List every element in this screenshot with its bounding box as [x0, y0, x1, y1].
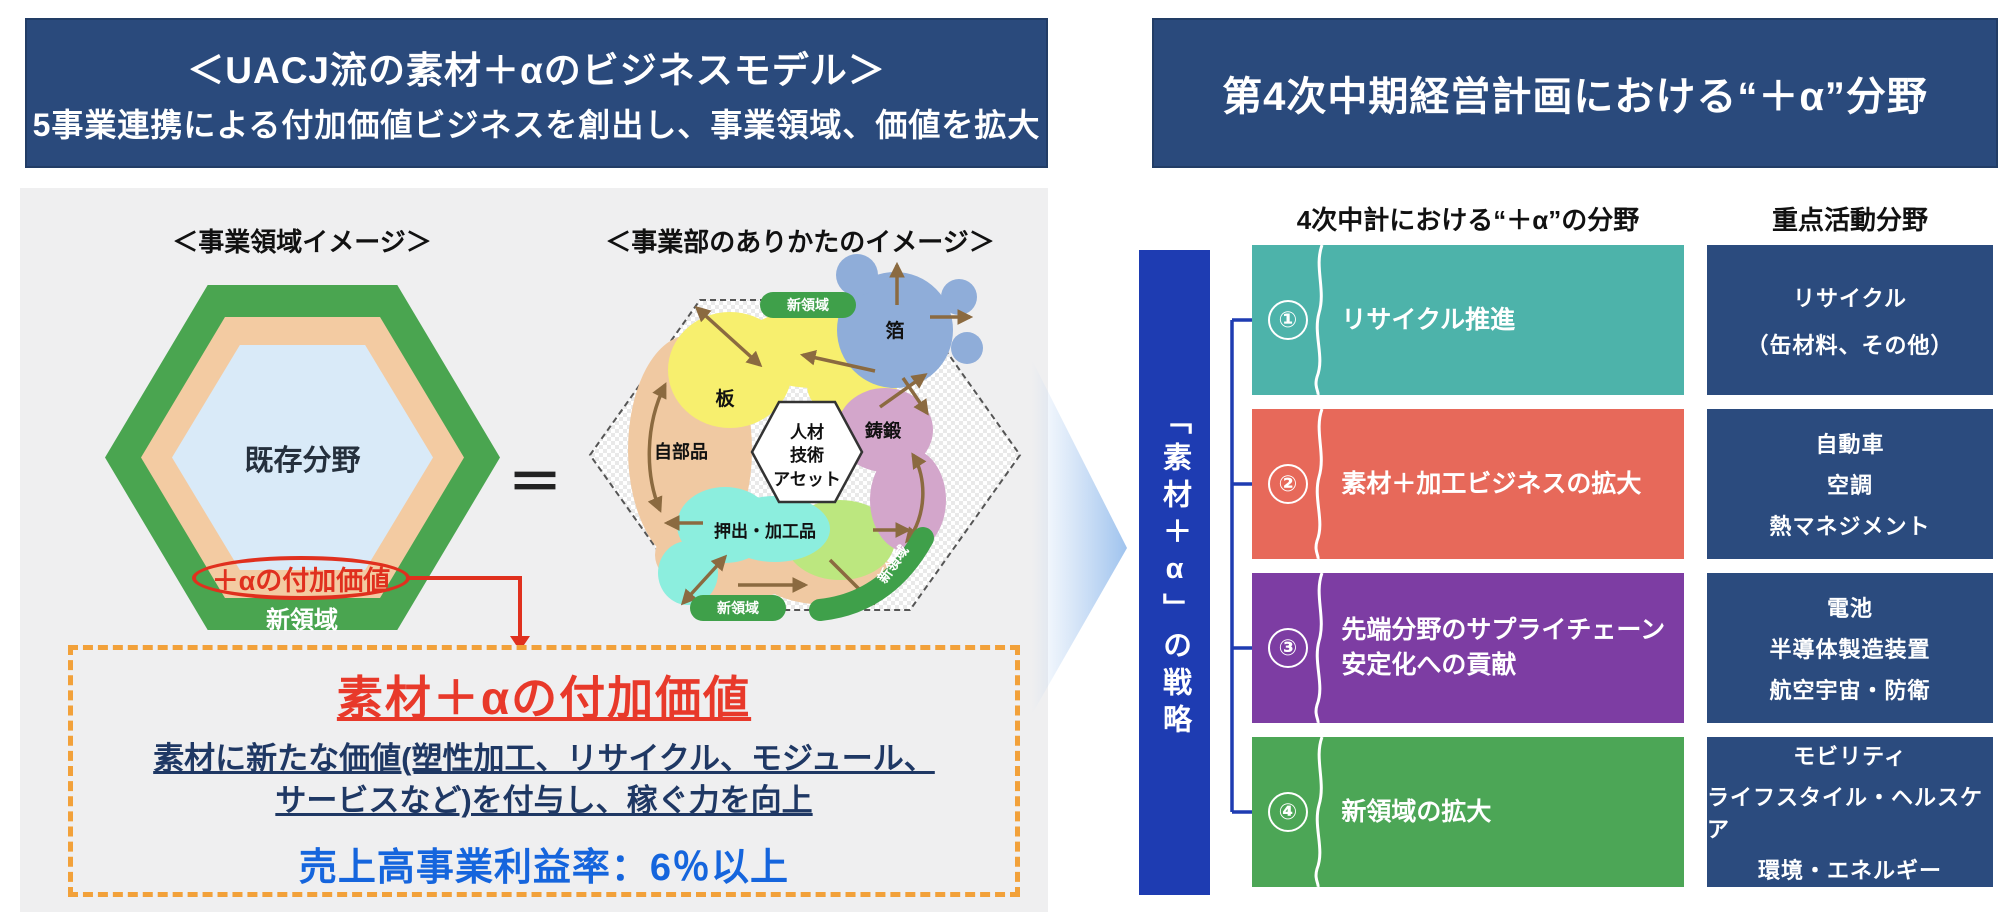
callout-title: 素材＋αの付加価値	[336, 672, 752, 724]
foil-blob	[836, 254, 983, 388]
alpha-field-label: リサイクル推進	[1341, 305, 1516, 334]
wavy-divider-icon	[1314, 409, 1324, 559]
row-number-badge: ②	[1268, 464, 1308, 504]
unit-sheet-label: 板	[715, 387, 735, 410]
left-header-title: ＜UACJ流の素材＋αのビジネスモデル＞	[187, 50, 886, 91]
red-connector-vertical	[518, 576, 522, 638]
added-value-callout: 素材＋αの付加価値 素材に新たな価値(塑性加工、リサイクル、モジュール、 サービ…	[68, 645, 1020, 897]
new-domain-pill-top: 新領域	[760, 292, 856, 318]
strategy-bar-label: 「素材＋α」の戦略	[1158, 404, 1191, 741]
callout-desc-line2: サービスなど)を付与し、稼ぐ力を向上	[275, 782, 813, 818]
row-number-badge: ③	[1268, 628, 1308, 668]
right-header-title: 第4次中期経営計画における“＋α”分野	[1222, 75, 1928, 119]
alpha-field-label: 先端分野のサプライチェーン安定化への貢献	[1341, 616, 1666, 679]
focus-line: ライフスタイル・ヘルスケア	[1707, 785, 1984, 842]
strategy-vertical-bar: 「素材＋α」の戦略	[1139, 250, 1210, 895]
alpha-field-label: 新領域の拡大	[1341, 797, 1492, 826]
unit-extrusion-label: 押出・加工品	[714, 521, 816, 541]
alpha-added-value-ellipse: ＋αの付加価値	[192, 556, 410, 600]
alpha-field-row: ③ 先端分野のサプライチェーン安定化への貢献	[1252, 573, 1684, 723]
alpha-field-row: ① リサイクル推進	[1252, 245, 1684, 395]
focus-line: リサイクル	[1793, 285, 1907, 311]
business-domain-diagram-title: ＜事業領域イメージ＞	[172, 227, 432, 257]
new-domain-label: 新領域	[266, 607, 338, 634]
focus-line: 熱マネジメント	[1769, 514, 1931, 539]
svg-text:新領域: 新領域	[787, 297, 829, 313]
callout-description: 素材に新たな価値(塑性加工、リサイクル、モジュール、 サービスなど)を付与し、稼…	[73, 738, 1015, 822]
wavy-divider-icon	[1314, 245, 1324, 395]
division-structure-diagram-title: ＜事業部のありかたのイメージ＞	[605, 227, 995, 257]
focus-line: モビリティ	[1793, 744, 1907, 769]
unit-cast-forge-label: 鋳鍛	[865, 420, 902, 441]
callout-kpi: 売上高事業利益率：6％以上	[298, 846, 790, 889]
focus-areas-column-header: 重点活動分野	[1771, 205, 1928, 235]
right-header-banner: 第4次中期経営計画における“＋α”分野	[1152, 18, 1998, 168]
alpha-field-row: ② 素材＋加工ビジネスの拡大	[1252, 409, 1684, 559]
focus-area-box: モビリティ ライフスタイル・ヘルスケア 環境・エネルギー	[1707, 737, 1993, 887]
core-line-2: 技術	[790, 445, 824, 465]
alpha-field-label: 素材＋加工ビジネスの拡大	[1341, 469, 1642, 498]
existing-field-label: 既存分野	[244, 444, 361, 477]
focus-line: 半導体製造装置	[1769, 637, 1931, 662]
left-header-subtitle: 5事業連携による付加価値ビジネスを創出し、事業領域、価値を拡大	[32, 107, 1041, 143]
focus-area-box: 自動車 空調 熱マネジメント	[1707, 409, 1993, 559]
callout-desc-line1: 素材に新たな価値(塑性加工、リサイクル、モジュール、	[153, 741, 935, 776]
division-structure-diagram: 人材 技術 アセット 板 箔 自部品 鋳鍛 押出・加工品 新領域 新領域 新領域	[588, 254, 1022, 621]
focus-line: 空調	[1826, 473, 1873, 498]
transition-arrow-icon	[1032, 360, 1127, 714]
focus-line: 環境・エネルギー	[1757, 858, 1942, 883]
core-assets-hexagon	[750, 400, 864, 504]
alpha-field-row: ④ 新領域の拡大	[1252, 737, 1684, 887]
focus-line: 自動車	[1815, 432, 1885, 457]
unit-auto-parts-label: 自部品	[654, 441, 708, 462]
core-line-3: アセット	[773, 470, 841, 489]
focus-line: 航空宇宙・防衛	[1769, 678, 1931, 703]
alpha-fields-column-header: 4次中計における“＋α”の分野	[1296, 205, 1640, 235]
red-connector-horizontal	[408, 576, 522, 580]
new-domain-pill-bottom: 新領域	[690, 595, 786, 621]
left-header-banner: ＜UACJ流の素材＋αのビジネスモデル＞ 5事業連携による付加価値ビジネスを創出…	[25, 18, 1048, 168]
focus-line: （缶材料、その他）	[1746, 332, 1954, 358]
focus-line: 電池	[1826, 596, 1873, 621]
focus-area-box: 電池 半導体製造装置 航空宇宙・防衛	[1707, 573, 1993, 723]
row-number-badge: ④	[1268, 792, 1308, 832]
svg-text:新領域: 新領域	[717, 600, 759, 616]
wavy-divider-icon	[1314, 573, 1324, 723]
core-line-1: 人材	[790, 422, 824, 442]
wavy-divider-icon	[1314, 737, 1324, 887]
unit-foil-label: 箔	[885, 319, 904, 342]
focus-area-box: リサイクル （缶材料、その他）	[1707, 245, 1993, 395]
row-number-badge: ①	[1268, 300, 1308, 340]
equals-sign: ＝	[508, 453, 562, 513]
flow-arrows	[647, 261, 974, 606]
